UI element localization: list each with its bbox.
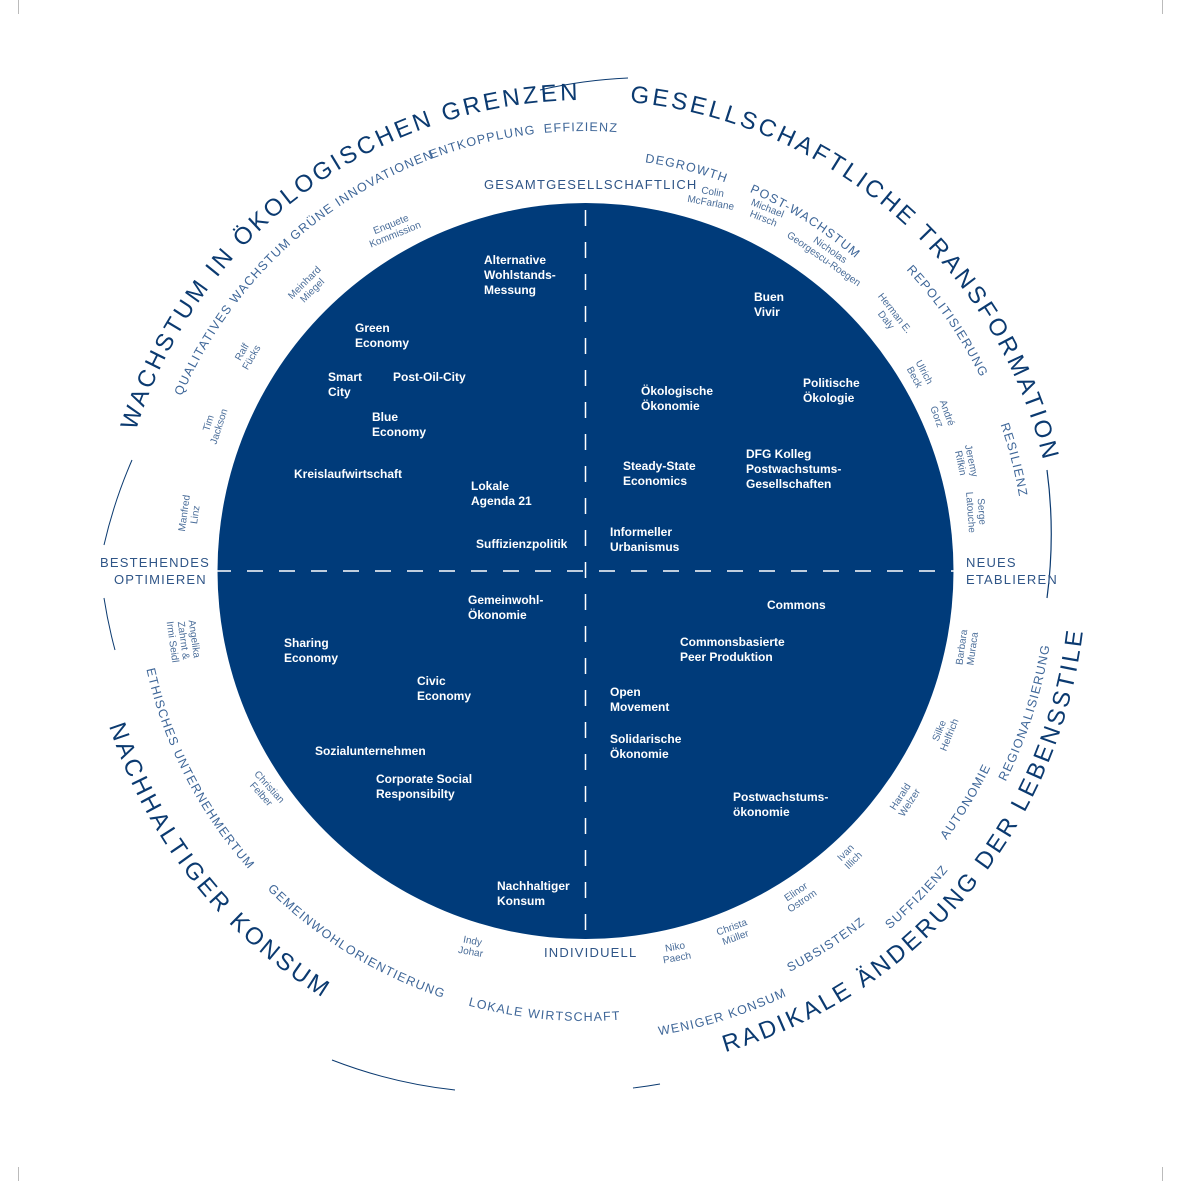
label-kreislaufwirtschaft: Kreislaufwirtschaft (294, 467, 403, 481)
person-indy-johar: Indy Johar (457, 934, 484, 961)
label-oekologische-oekonomie: Ökologische Ökonomie (641, 384, 714, 413)
label-postwachstumsoekonomie: Postwachstums- ökonomie (733, 790, 829, 819)
outer-ring-arc-bottom (331, 1059, 456, 1091)
label-sharing-economy: Sharing Economy (284, 636, 339, 665)
axis-label-bottom: INDIVIDUELL (544, 945, 638, 960)
keyword-resilienz: RESILIENZ (998, 421, 1031, 498)
axis-label-left-1: BESTEHENDES (100, 555, 211, 570)
outer-ring-arc-top (539, 77, 629, 91)
outer-ring-arc-bottom-right (632, 1083, 661, 1089)
label-smart-city: Smart City (328, 370, 363, 399)
label-steady-state: Steady-State Economics (623, 459, 696, 488)
label-politische-oekologie: Politische Ökologie (803, 376, 860, 405)
crop-mark (1162, 1167, 1163, 1181)
axis-label-right-2: ETABLIEREN (966, 572, 1058, 587)
keyword-entkopplung: ENTKOPPLUNG (428, 123, 537, 162)
label-dfg-kolleg: DFG Kolleg Postwachstums- Gesellschaften (746, 447, 842, 491)
label-alternative-wohlstandsmessung: Alternative Wohlstands- Messung (484, 253, 556, 297)
outer-ring-arc-left (103, 459, 133, 546)
label-commons: Commons (767, 598, 826, 612)
label-nachhaltiger-konsum: Nachhaltiger Konsum (497, 879, 570, 908)
label-suffizienzpolitik: Suffizienzpolitik (476, 537, 568, 551)
person-angelika-zahrnt: Angelika Zahrnt & Irmi Seidl (163, 619, 202, 664)
outer-ring-arc-right (1046, 469, 1052, 599)
label-lokale-agenda: Lokale Agenda 21 (471, 479, 532, 508)
label-green-economy: Green Economy (355, 321, 410, 350)
axis-label-left-2: OPTIMIEREN (114, 572, 207, 587)
crop-mark (18, 1167, 19, 1181)
label-open-movement: Open Movement (610, 685, 670, 714)
keyword-effizienz: EFFIZIENZ (543, 120, 618, 136)
label-post-oil-city: Post-Oil-City (393, 370, 466, 384)
label-gemeinwohl-oekonomie: Gemeinwohl- Ökonomie (468, 593, 544, 622)
axis-label-right-1: NEUES (966, 555, 1017, 570)
label-buen-vivir: Buen Vivir (754, 290, 784, 319)
label-sozialunternehmen: Sozialunternehmen (315, 744, 426, 758)
label-blue-economy: Blue Economy (372, 410, 427, 439)
label-corporate-social: Corporate Social Responsibilty (376, 772, 473, 801)
keyword-lokale: LOKALE WIRTSCHAFT (467, 995, 621, 1024)
label-peer-produktion: Commonsbasierte Peer Produktion (680, 635, 785, 664)
outer-ring-arc-left-low (103, 597, 116, 651)
axis-label-top: GESAMTGESELLSCHAFTLICH (484, 177, 698, 192)
crop-mark (1162, 0, 1163, 14)
person-serge-latouche: Serge Latouche (963, 491, 988, 534)
label-informeller-urbanismus: Informeller Urbanismus (610, 525, 680, 554)
keyword-subsistenz: SUBSISTENZ (785, 914, 868, 974)
label-solidarische-oekonomie: Solidarische Ökonomie (610, 732, 682, 761)
crop-mark (18, 0, 19, 14)
label-civic-economy: Civic Economy (417, 674, 472, 703)
keyword-autonomie: AUTONOMIE (937, 761, 993, 841)
